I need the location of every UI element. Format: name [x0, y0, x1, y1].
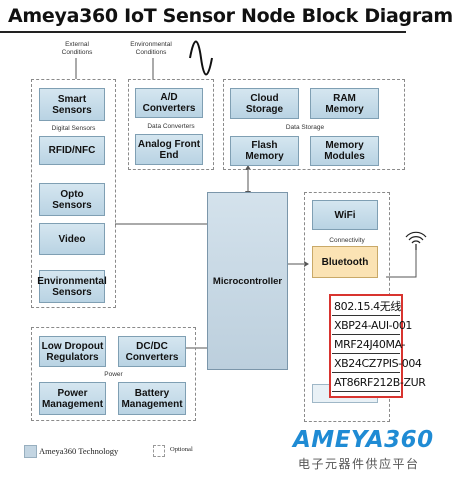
optional-legend-swatch — [153, 445, 165, 457]
dc-dc-converters-block: DC/DC Converters — [118, 336, 186, 367]
rfid-nfc-block: RFID/NFC — [39, 136, 105, 165]
popup-item[interactable]: MRF24J40MA- — [332, 335, 405, 354]
wifi-block: WiFi — [312, 200, 378, 230]
environmental-conditions-label: Environmental Conditions — [130, 41, 172, 56]
brand-logo: AMEYA360 — [293, 427, 434, 453]
connectivity-caption: Connectivity — [329, 237, 365, 244]
technology-legend-label: Ameya360 Technology — [39, 446, 119, 456]
title-underline — [0, 31, 406, 33]
analog-signal-icon — [189, 40, 213, 76]
popup-item[interactable]: 802.15.4无线 — [332, 297, 401, 316]
diagram-title: Ameya360 IoT Sensor Node Block Diagram — [8, 5, 453, 27]
ad-converters-block: A/D Converters — [135, 88, 203, 118]
part-number-popup: 802.15.4无线 XBP24-AUI-001 MRF24J40MA- XB2… — [329, 294, 426, 398]
data-storage-caption: Data Storage — [285, 124, 325, 131]
power-management-block: Power Management — [39, 382, 106, 415]
digital-sensors-caption: Digital Sensors — [51, 125, 96, 132]
opto-sensors-block: Opto Sensors — [39, 183, 105, 216]
popup-item[interactable]: XB24CZ7PIS-004 — [332, 354, 422, 373]
sensors-group — [31, 79, 116, 308]
popup-item[interactable]: AT86RF212B-ZUR — [332, 373, 426, 392]
flash-memory-block: Flash Memory — [230, 136, 299, 166]
cloud-storage-block: Cloud Storage — [230, 88, 299, 119]
external-conditions-label: External Conditions — [61, 41, 93, 56]
brand-subtitle: 电子元器件供应平台 — [298, 457, 420, 471]
microcontroller-block: Microcontroller — [207, 192, 288, 370]
video-block: Video — [39, 223, 105, 255]
optional-legend-label: Optional — [170, 446, 193, 453]
smart-sensors-block: Smart Sensors — [39, 88, 105, 121]
analog-front-end-block: Analog Front End — [135, 134, 203, 165]
technology-legend-swatch — [24, 445, 37, 458]
battery-management-block: Battery Management — [118, 382, 186, 415]
power-caption: Power — [104, 371, 123, 378]
antenna-icon — [405, 231, 427, 250]
memory-modules-block: Memory Modules — [310, 136, 379, 166]
data-converters-group — [128, 79, 214, 170]
low-dropout-regulators-block: Low Dropout Regulators — [39, 336, 106, 367]
antenna-feed-line — [386, 250, 417, 278]
popup-item[interactable]: XBP24-AUI-001 — [332, 316, 412, 335]
bluetooth-block: Bluetooth — [312, 246, 378, 278]
environmental-sensors-block: Environmental Sensors — [37, 270, 107, 303]
ram-memory-block: RAM Memory — [310, 88, 379, 119]
power-group — [31, 327, 196, 421]
data-converters-caption: Data Converters — [147, 123, 195, 130]
data-storage-group — [223, 79, 405, 170]
